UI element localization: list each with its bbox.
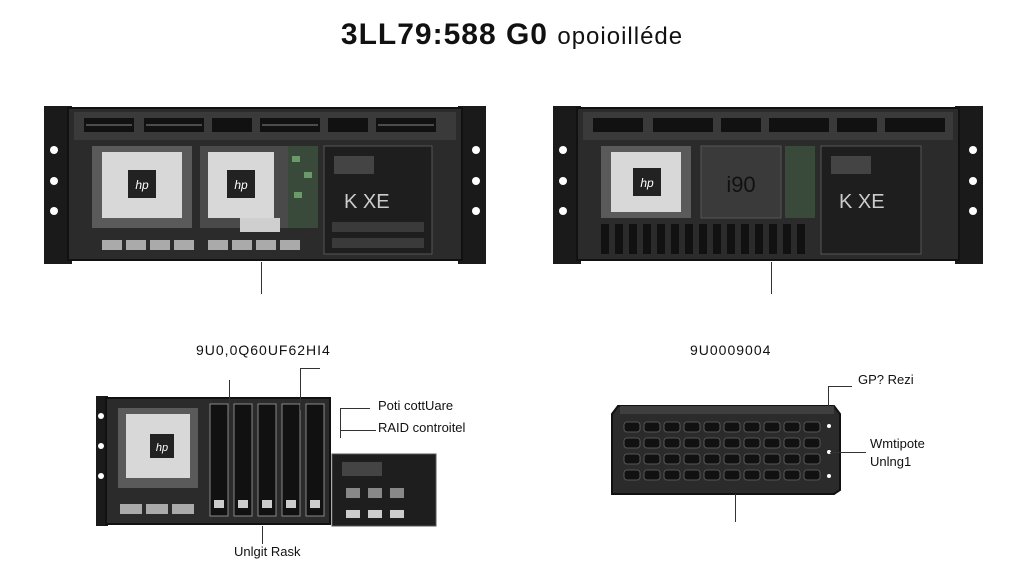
leader-raid-b: [340, 430, 376, 431]
leader-gpu-a: [828, 386, 829, 406]
logo-detail: hp: [156, 442, 168, 454]
port-text-left: K XE: [344, 191, 390, 213]
caption-right: 9U0009004: [690, 342, 772, 358]
callout-gpu: GP? Rezi: [858, 372, 914, 387]
leader-line-right: [771, 262, 772, 294]
logo-right: hp: [640, 176, 654, 190]
leader-box-bottom: [735, 494, 736, 522]
caption-left: 9U0,0Q60UF62HI4: [196, 342, 331, 358]
leader-bottom: [262, 526, 263, 544]
callout-raid: RAID controitel: [378, 420, 466, 435]
port-text-right: K XE: [839, 191, 885, 213]
diagram-title: 3LL79:588 G0 opoioilléde: [0, 18, 1024, 52]
server-front-left: hp hp K XE: [44, 106, 486, 264]
leader-raid-a: [340, 408, 341, 438]
callout-bottom: Unlgit Rask: [234, 544, 301, 559]
leader-multi: [830, 452, 866, 453]
leader-line-left: [261, 262, 262, 294]
logo-left-2: hp: [234, 178, 248, 192]
leader-pci-a: [229, 380, 230, 410]
drive-cage-box: [610, 404, 842, 496]
leader-raid-c: [340, 408, 370, 409]
server-front-right: hp i90 K XE: [553, 106, 983, 264]
server-detail-left: hp: [96, 396, 456, 528]
leader-gpu-b: [828, 386, 852, 387]
callout-multi-2: Unlng1: [870, 454, 912, 469]
leader-pci-c: [300, 368, 320, 369]
leader-pci-b: [300, 368, 301, 410]
logo-left-1: hp: [135, 178, 149, 192]
callout-pci: Poti cottUare: [378, 398, 454, 413]
chip-text: i90: [726, 172, 755, 197]
callout-multi-1: Wmtipote: [870, 436, 925, 451]
title-main: 3LL79:588 G0: [340, 18, 548, 51]
title-sub: opoioilléde: [557, 23, 684, 50]
